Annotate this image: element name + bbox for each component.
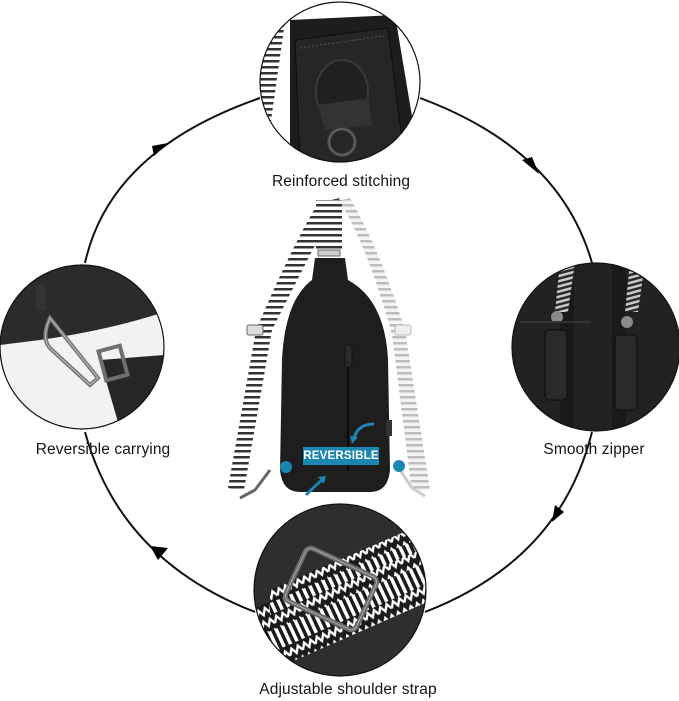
detail-circle-top <box>260 2 420 162</box>
arrowhead-icon <box>150 143 564 560</box>
detail-circle-left-border <box>0 264 165 430</box>
reversible-arrow-icon <box>352 422 375 439</box>
detail-circle-top-border <box>259 1 421 163</box>
detail-circle-bottom-border <box>253 503 427 677</box>
detail-circle-bottom <box>254 504 426 676</box>
feature-label-top: Reinforced stitching <box>271 173 411 190</box>
sling-bag-illustration <box>228 198 430 500</box>
feature-label-right: Smooth zipper <box>543 441 645 458</box>
detail-circle-left <box>0 265 164 429</box>
reversible-arrow-icon <box>304 478 323 497</box>
detail-circle-right <box>512 263 679 431</box>
reversible-badge: REVERSIBLE <box>303 447 379 465</box>
feature-label-bottom: Adjustable shoulder strap <box>259 681 437 698</box>
feature-label-left: Reversible carrying <box>35 441 171 458</box>
accent-dot <box>393 460 405 472</box>
detail-circle-right-border <box>511 262 679 432</box>
accent-dot <box>280 461 292 473</box>
